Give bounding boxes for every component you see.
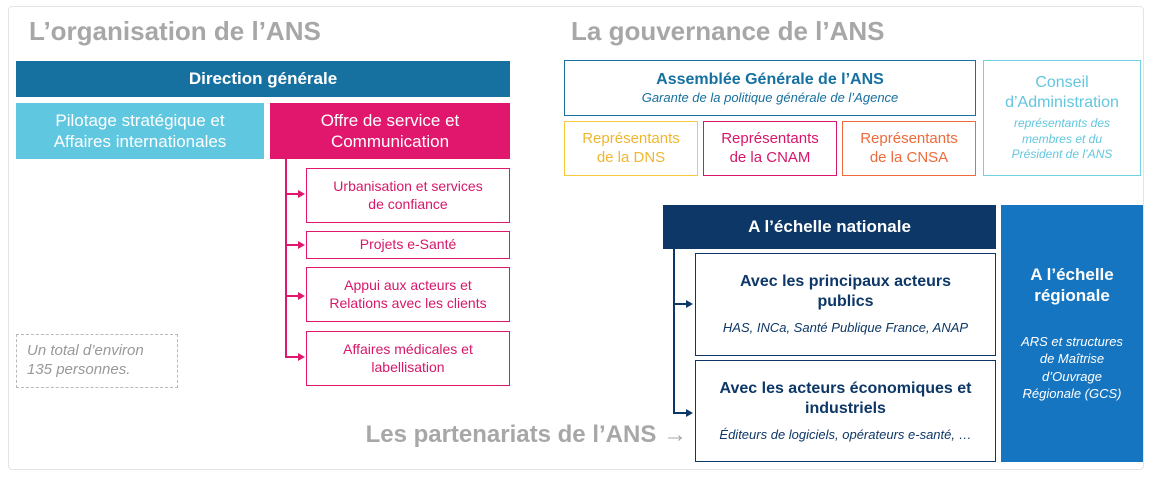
connector-2 (285, 244, 299, 246)
regionale-subtitle-line-3: d’Ouvrage (1042, 368, 1102, 384)
nationale-connector-line (673, 249, 675, 413)
total-personnes-note: Un total d’environ 135 personnes. (16, 334, 178, 388)
regionale-subtitle: ARS et structures de Maîtrise d’Ouvrage … (1021, 333, 1123, 403)
urbanisation-box: Urbanisation et services de confiance (306, 168, 510, 223)
regionale-subtitle-line-4: Régionale (GCS) (1022, 386, 1122, 402)
acteurs-economiques-box: Avec les acteurs économiques et industri… (695, 360, 996, 462)
arrow-publics (686, 300, 693, 308)
connector-3 (285, 295, 299, 297)
assemblee-title: Assemblée Générale de l’ANS (656, 70, 884, 88)
representants-cnsa-box: Représentants de la CNSA (842, 121, 976, 176)
connector-4 (285, 356, 299, 358)
arrow-eco (686, 409, 693, 417)
rep-cnam-line-2: de la CNAM (729, 148, 811, 166)
connector-publics (673, 303, 687, 305)
conseil-subtitle-line-1: représentants des (1013, 116, 1111, 131)
offre-line-2: Communication (330, 132, 450, 151)
eco-title-line-1: Avec les acteurs économiques et (719, 379, 972, 397)
regionale-title-line-1: A l’échelle (1030, 265, 1114, 285)
rep-cnsa-line-1: Représentants (860, 129, 958, 147)
regionale-title-line-2: régionale (1034, 286, 1110, 306)
pilotage-line-2: Affaires internationales (53, 132, 227, 151)
projets-esante-box: Projets e-Santé (306, 231, 510, 259)
conseil-subtitle: représentants des membres et du Présiden… (1012, 116, 1113, 163)
urbanisation-line-2: de confiance (368, 195, 448, 212)
affaires-medicales-box: Affaires médicales et labellisation (306, 331, 510, 386)
partenariats-caption: Les partenariats de l’ANS → (365, 421, 687, 448)
affaires-line-2: labellisation (371, 358, 445, 375)
affaires-line-1: Affaires médicales et (343, 341, 473, 357)
rep-cnam-line-1: Représentants (721, 129, 819, 147)
eco-subtitle: Éditeurs de logiciels, opérateurs e-sant… (719, 426, 972, 442)
regionale-subtitle-line-2: de Maîtrise (1039, 351, 1105, 367)
publics-subtitle: HAS, INCa, Santé Publique France, ANAP (722, 320, 969, 336)
offre-line-1: Offre de service et (320, 110, 460, 130)
echelle-regionale-box: A l’échelle régionale ARS et structures … (1001, 205, 1143, 462)
conseil-subtitle-line-3: Président de l’ANS (1011, 147, 1113, 162)
projets-esante-label: Projets e-Santé (359, 236, 457, 253)
total-line-1: Un total d’environ (27, 342, 144, 360)
regionale-subtitle-line-1: ARS et structures (1021, 333, 1123, 349)
echelle-nationale-box: A l’échelle nationale (663, 205, 996, 249)
pilotage-box: Pilotage stratégique et Affaires interna… (16, 103, 264, 159)
arrow-1 (298, 190, 305, 198)
conseil-subtitle-line-2: membres et du (1021, 131, 1103, 146)
appui-line-2: Relations avec les clients (329, 294, 487, 311)
connector-1 (285, 193, 299, 195)
eco-title-line-2: industriels (805, 399, 886, 417)
conseil-administration-box: Conseil d’Administration représentants d… (983, 60, 1141, 176)
urbanisation-line-1: Urbanisation et services (333, 178, 483, 194)
pilotage-line-1: Pilotage stratégique et (55, 110, 225, 130)
organisation-title: L’organisation de l’ANS (29, 16, 321, 46)
total-line-2: 135 personnes. (27, 361, 131, 378)
diagram-frame (8, 6, 1144, 470)
appui-acteurs-box: Appui aux acteurs et Relations avec les … (306, 267, 510, 322)
representants-dns-box: Représentants de la DNS (564, 121, 698, 176)
direction-generale-box: Direction générale (16, 61, 510, 97)
conseil-title-line-1: Conseil (1035, 74, 1089, 92)
assemblee-subtitle: Garante de la politique générale de l’Ag… (641, 89, 899, 105)
gouvernance-title: La gouvernance de l’ANS (571, 16, 885, 46)
arrow-3 (298, 292, 305, 300)
offre-connector-line (285, 159, 287, 357)
rep-dns-line-2: de la DNS (596, 148, 666, 166)
assemblee-generale-box: Assemblée Générale de l’ANS Garante de l… (564, 60, 976, 116)
rep-cnsa-line-2: de la CNSA (869, 148, 949, 166)
conseil-title-line-2: d’Administration (1005, 94, 1119, 112)
offre-box: Offre de service et Communication (270, 103, 510, 159)
connector-eco (673, 412, 687, 414)
appui-line-1: Appui aux acteurs et (344, 277, 472, 293)
arrow-2 (298, 241, 305, 249)
publics-title-line-2: publics (817, 293, 874, 311)
acteurs-publics-box: Avec les principaux acteurs publics HAS,… (695, 253, 996, 356)
arrow-4 (298, 353, 305, 361)
representants-cnam-box: Représentants de la CNAM (703, 121, 837, 176)
publics-title-line-1: Avec les principaux acteurs (739, 273, 952, 291)
rep-dns-line-1: Représentants (582, 129, 680, 147)
